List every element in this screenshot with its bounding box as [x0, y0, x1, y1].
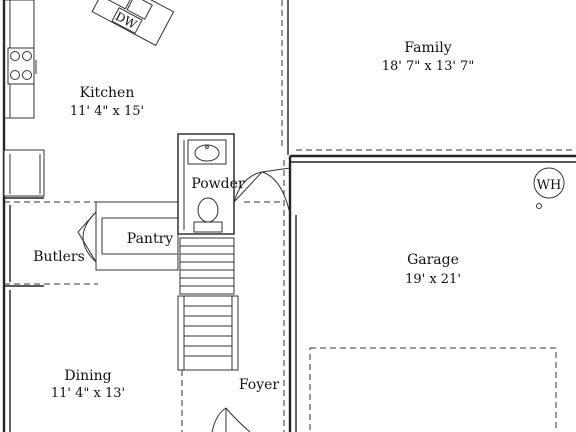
dining-name: Dining — [64, 368, 111, 384]
powder-sink-icon — [187, 139, 227, 165]
dashed-lines — [4, 160, 285, 432]
dining-area — [3, 286, 11, 432]
room-labels: Kitchen 11' 4" x 15' Family 18' 7" x 13'… — [33, 40, 474, 401]
kitchen-name: Kitchen — [80, 85, 135, 101]
staircase — [177, 237, 239, 432]
pantry-name: Pantry — [127, 231, 173, 247]
water-heater-label: WH — [537, 178, 562, 193]
powder-room — [177, 133, 291, 235]
pantry-area — [95, 201, 179, 271]
powder-name: Powder — [191, 176, 245, 192]
dishwasher-icon — [111, 7, 143, 34]
butlers-name: Butlers — [33, 249, 85, 265]
toilet-icon — [197, 197, 219, 223]
kitchen-island: DW — [91, 0, 175, 47]
front-door — [211, 407, 251, 432]
refrigerator-icon — [3, 149, 45, 197]
family-name: Family — [404, 40, 451, 56]
garage-area: WH — [309, 167, 565, 432]
family-size: 18' 7" x 13' 7" — [382, 59, 475, 74]
sink-icon — [106, 0, 134, 10]
foyer-name: Foyer — [239, 377, 280, 393]
dining-size: 11' 4" x 13' — [51, 386, 125, 401]
butlers-area — [4, 197, 97, 287]
kitchen-size: 11' 4" x 15' — [70, 104, 144, 119]
cooktop-icon — [7, 47, 35, 85]
garage-size: 19' x 21' — [405, 272, 461, 287]
water-heater-icon — [533, 167, 565, 199]
garage-name: Garage — [407, 252, 459, 268]
kitchen-counters — [3, 0, 45, 197]
